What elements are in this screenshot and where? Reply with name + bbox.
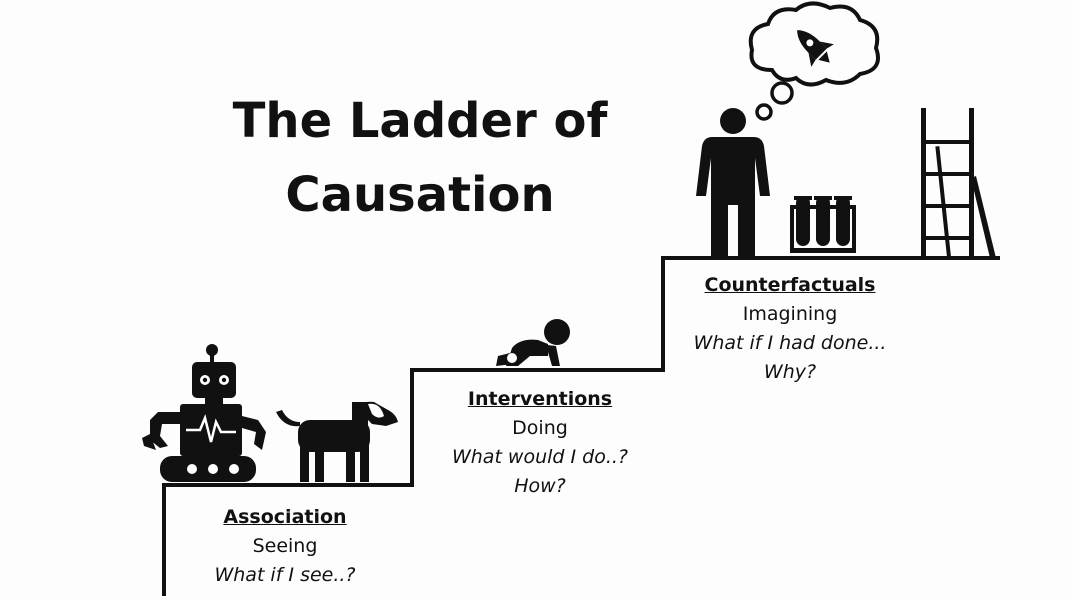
dog-icon [276,401,398,482]
rung-question: How? [514,475,566,497]
title-line-2: Causation [285,167,555,223]
rung-activity: Doing [512,417,568,439]
crawling-baby-icon [496,319,570,366]
rung-heading: Association [223,506,347,528]
rung-activity: Imagining [742,303,838,325]
rung-question: What if I had done... [693,332,887,354]
diagram-title: The Ladder of Causation [215,84,625,232]
ladder-icon [921,108,996,258]
title-line-1: The Ladder of [232,93,608,149]
test-tubes-icon [790,196,856,253]
rung-activity: Seeing [252,535,318,557]
person-icon [696,108,770,256]
rung-counterfactuals: Counterfactuals Imagining What if I had … [680,271,900,387]
staircase-line [162,256,1000,596]
rung-heading: Interventions [467,388,613,410]
rung-interventions: Interventions Doing What would I do..? H… [430,385,650,501]
rung-heading: Counterfactuals [704,274,876,296]
rung-question: Why? [763,361,817,383]
rung-question: What would I do..? [451,446,629,468]
robot-icon [142,344,266,482]
rocket-icon [797,30,834,67]
rung-question: What if I see..? [214,564,356,586]
rung-association: Association Seeing What if I see..? [185,503,385,590]
